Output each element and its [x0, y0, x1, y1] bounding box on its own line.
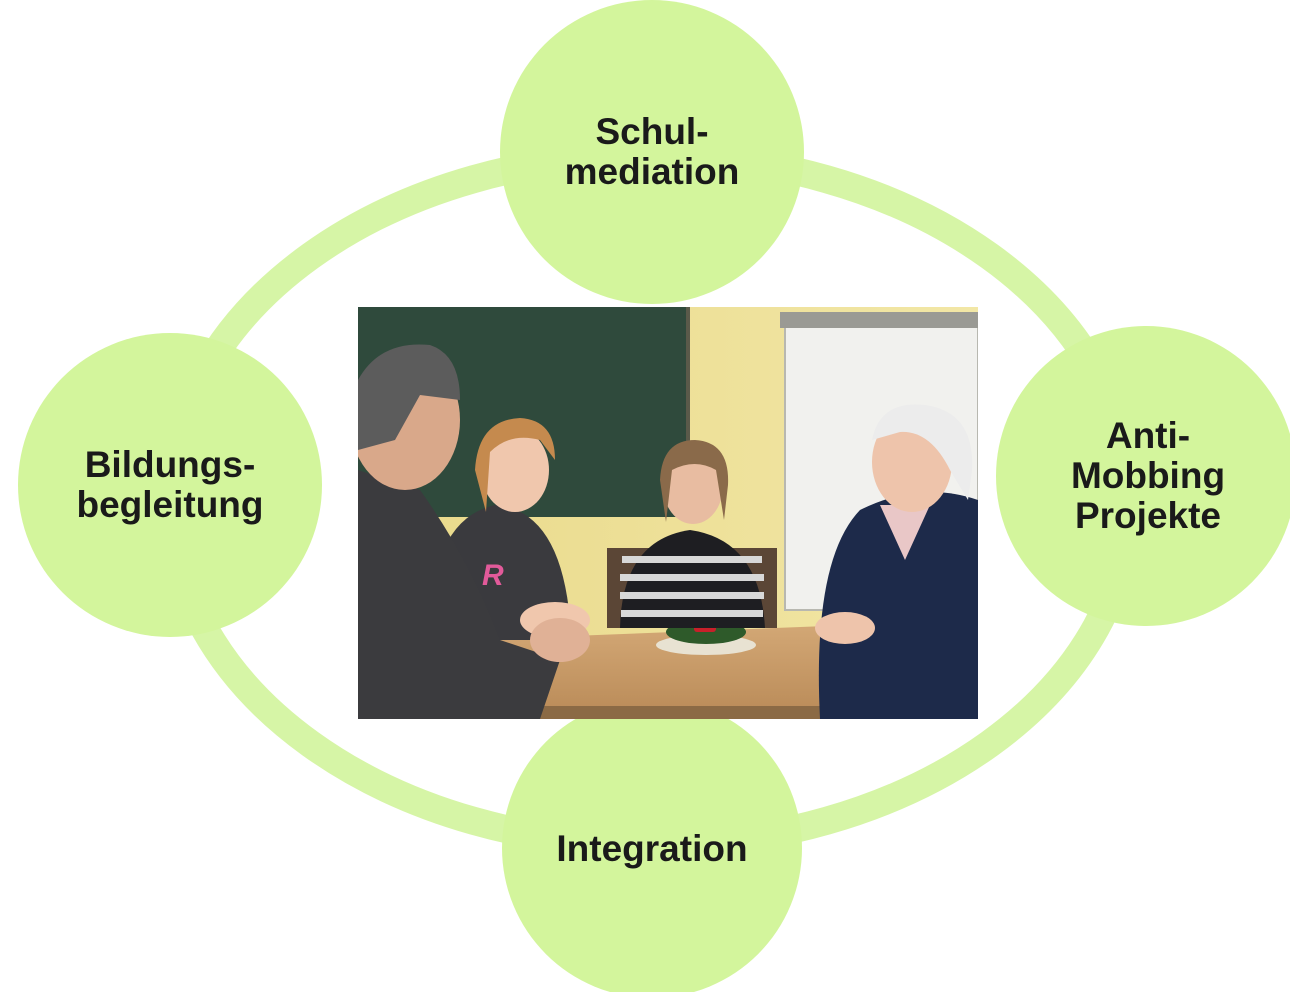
- node-bildungsbegleitung: [18, 333, 322, 637]
- node-anti-mobbing: [996, 326, 1290, 626]
- label-schulmediation: Schul- mediation: [564, 111, 740, 192]
- label-anti-mobbing-projekte: Anti- Mobbing Projekte: [1070, 415, 1226, 536]
- label-integration: Integration: [556, 828, 748, 869]
- svg-text:R: R: [482, 559, 504, 592]
- node-integration: [502, 698, 802, 992]
- meeting-photo: R: [358, 307, 978, 719]
- node-schulmediation: [500, 0, 804, 304]
- label-bildungsbegleitung: Bildungs- begleitung: [76, 444, 264, 525]
